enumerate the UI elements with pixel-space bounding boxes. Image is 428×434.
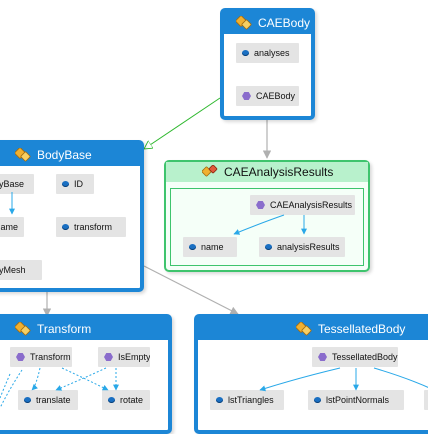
class-tessellatedbody[interactable]: TessellatedBody TessellatedBody lstTrian…: [194, 314, 428, 434]
member-node[interactable]: TessellatedBody: [312, 347, 398, 367]
member-node[interactable]: dyMesh: [0, 260, 42, 280]
class-bodybase[interactable]: BodyBase dyBase ID Name transform dyMesh: [0, 140, 144, 292]
constructor-icon: [256, 200, 265, 210]
member-node[interactable]: dyBase: [0, 174, 34, 194]
method-icon: [314, 397, 321, 403]
member-node[interactable]: Name: [0, 217, 24, 237]
class-header-bodybase: BodyBase: [0, 144, 140, 166]
member-node[interactable]: translate: [18, 390, 78, 410]
association-connector: [143, 265, 239, 315]
method-icon: [189, 244, 196, 250]
class-caebody[interactable]: CAEBody analyses CAEBody: [220, 8, 315, 120]
member-node[interactable]: IsEmpty: [98, 347, 150, 367]
class-icon: [15, 148, 31, 162]
method-icon: [62, 224, 69, 230]
method-icon: [265, 244, 272, 250]
member-node[interactable]: ID: [56, 174, 94, 194]
method-icon: [216, 397, 223, 403]
member-node[interactable]: lstTriangles: [210, 390, 284, 410]
dependency-connector: [0, 367, 119, 409]
dependency-connector: [9, 192, 15, 215]
member-node[interactable]: rotate: [102, 390, 150, 410]
member-node[interactable]: analyses: [236, 43, 299, 63]
constructor-icon: [104, 352, 113, 362]
dependency-connector: [259, 367, 428, 392]
constructor-icon: [242, 91, 251, 101]
method-icon: [108, 397, 115, 403]
member-node[interactable]: analysisResults: [259, 237, 345, 257]
class-header-caeanalysisresults: CAEAnalysisResults: [166, 162, 368, 182]
member-node[interactable]: lstPointNormals: [308, 390, 404, 410]
member-node[interactable]: [424, 390, 428, 410]
constructor-icon: [16, 352, 25, 362]
method-icon: [62, 181, 69, 187]
inheritance-connector: [144, 97, 221, 149]
class-icon: [15, 322, 31, 336]
class-icon: [202, 165, 218, 179]
class-header-tessellatedbody: TessellatedBody: [198, 318, 428, 340]
class-header-caebody: CAEBody: [224, 12, 311, 34]
class-title: CAEBody: [258, 16, 311, 30]
member-node[interactable]: transform: [56, 217, 126, 237]
class-caeanalysisresults[interactable]: CAEAnalysisResults CAEAnalysisResults na…: [164, 160, 370, 272]
class-title: BodyBase: [37, 148, 92, 162]
class-transform[interactable]: Transform Transform IsEmpty translate ro…: [0, 314, 172, 434]
method-icon: [242, 50, 249, 56]
constructor-icon: [318, 352, 327, 362]
class-title: CAEAnalysisResults: [224, 165, 334, 179]
class-body-frame: [170, 188, 364, 266]
class-icon: [296, 322, 312, 336]
class-header-transform: Transform: [0, 318, 168, 340]
class-title: Transform: [37, 322, 92, 336]
member-node[interactable]: Transform: [10, 347, 72, 367]
member-node[interactable]: CAEAnalysisResults: [250, 195, 355, 215]
dependency-connector: [233, 214, 307, 235]
class-title: TessellatedBody: [318, 322, 406, 336]
class-icon: [236, 16, 252, 30]
member-node[interactable]: name: [183, 237, 237, 257]
method-icon: [24, 397, 31, 403]
member-node[interactable]: CAEBody: [236, 86, 299, 106]
